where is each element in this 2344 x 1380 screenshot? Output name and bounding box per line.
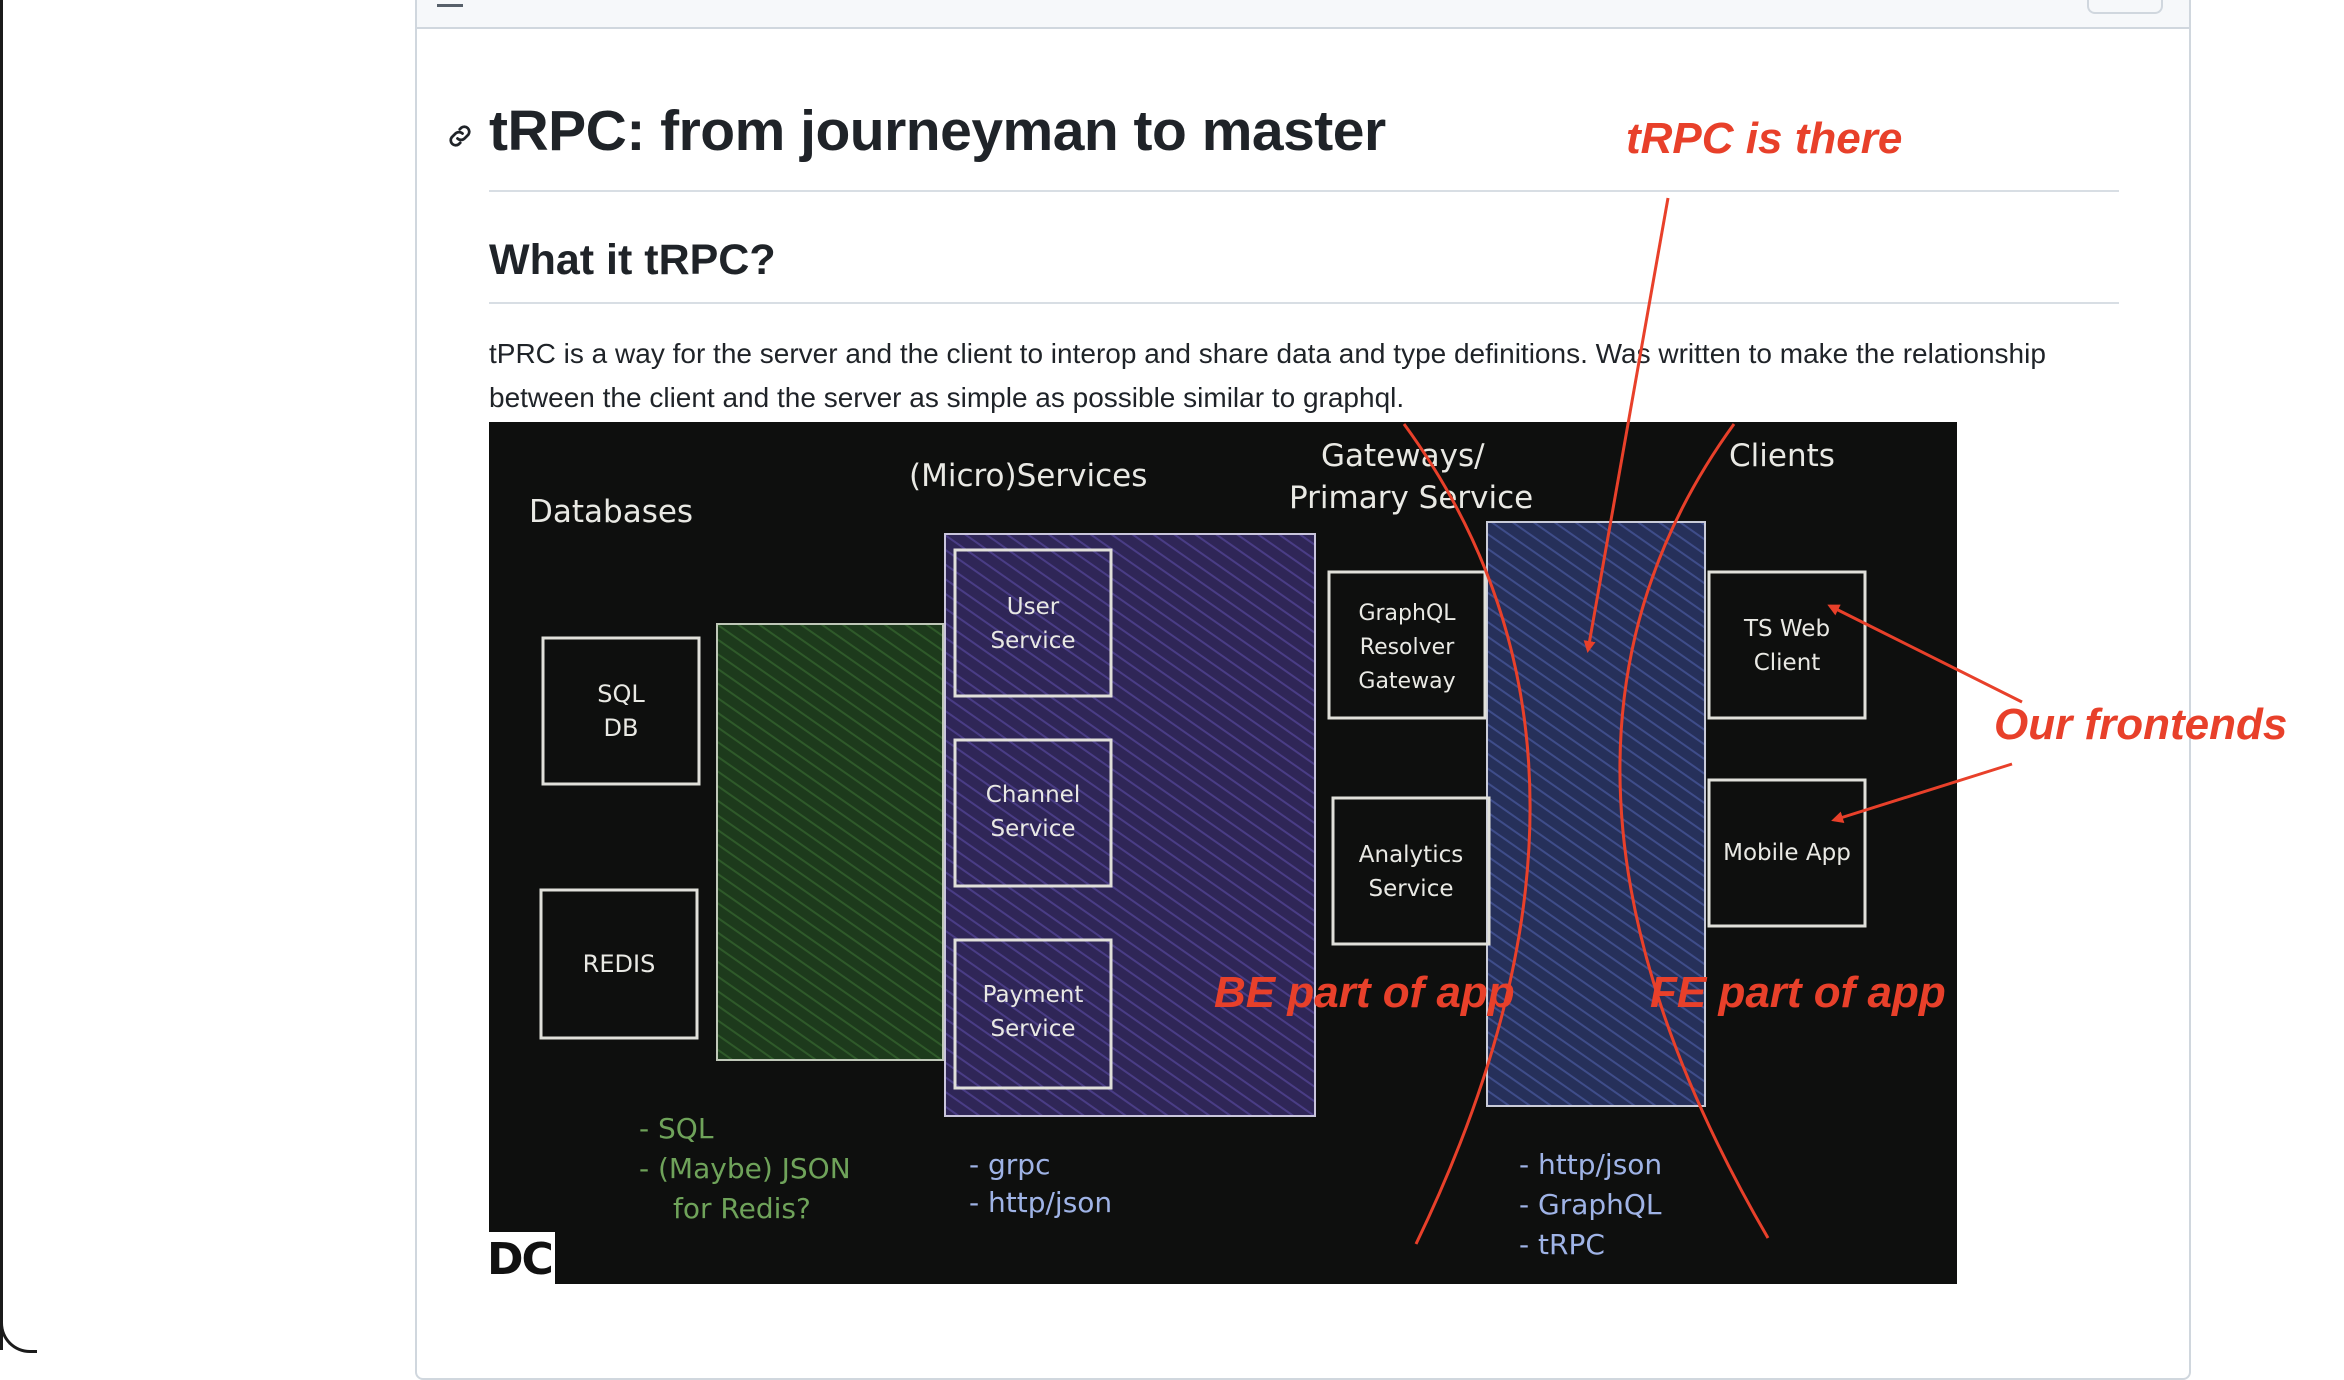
purple-panel [944,533,1316,1117]
channel-service-label-2: Service [990,816,1075,842]
section-heading: What it tRPC? [489,236,776,284]
graphql-label-1: GraphQL [1358,601,1456,626]
db-note-3: for Redis? [673,1192,811,1225]
channel-service-label-1: Channel [986,782,1080,808]
user-service-box [953,548,1113,698]
db-note-2: - (Maybe) JSON [639,1152,851,1185]
sql-db-label-1: SQL [597,680,645,708]
gw-note-1: - http/json [1519,1148,1662,1181]
ts-web-label-2: Client [1754,650,1821,676]
window-corner [0,1318,37,1353]
window-edge [0,0,3,1350]
heading-gateways-line1: Gateways/ [1321,438,1485,474]
mobile-app-label: Mobile App [1723,840,1851,866]
annotation-our-frontends: Our frontends [1994,700,2288,749]
payment-service-label-1: Payment [983,982,1084,1008]
sql-db-label-2: DB [604,714,639,742]
gw-note-3: - tRPC [1519,1228,1605,1261]
redis-box [539,888,699,1040]
link-icon[interactable] [445,121,475,151]
architecture-diagram-image: Databases (Micro)Services Gateways/ Prim… [489,422,1957,1284]
analytics-label-1: Analytics [1359,842,1463,868]
payment-service-box [953,938,1113,1090]
analytics-service-box [1331,796,1491,946]
readme-title: tRPC: from journeyman to master [489,99,1386,163]
green-panel [716,623,944,1061]
heading-microservices: (Micro)Services [909,458,1147,494]
graphql-label-3: Gateway [1358,669,1455,694]
annotation-fe-part: FE part of app [1650,968,1946,1017]
annotation-be-part: BE part of app [1214,968,1515,1017]
payment-service-label-2: Service [990,1016,1075,1042]
readme-header [417,0,2189,29]
ts-web-client-box [1707,570,1867,720]
heading-divider [489,302,2119,304]
heading-clients: Clients [1729,438,1835,474]
sql-db-box [541,636,701,786]
outline-list-icon[interactable] [437,0,463,7]
db-note-1: - SQL [639,1112,714,1145]
svc-note-2: - http/json [969,1186,1112,1219]
svc-note-1: - grpc [969,1148,1050,1181]
heading-gateways-line2: Primary Service [1289,480,1533,516]
header-action-button[interactable] [2087,0,2163,14]
user-service-label-2: Service [990,628,1075,654]
annotation-trpc-is-there: tRPC is there [1626,114,1903,163]
user-service-label-1: User [1007,594,1060,620]
redis-label: REDIS [583,950,656,978]
presenter-logo-box [489,1232,555,1284]
description-paragraph: tPRC is a way for the server and the cli… [489,338,2046,413]
graphql-label-2: Resolver [1360,635,1455,660]
presenter-logo-label: DC [489,1234,554,1284]
title-divider [489,190,2119,192]
heading-databases: Databases [529,494,693,530]
analytics-label-2: Service [1368,876,1453,902]
ts-web-label-1: TS Web [1743,616,1830,642]
blue-panel [1486,521,1706,1107]
channel-service-box [953,738,1113,888]
gw-note-2: - GraphQL [1519,1188,1662,1221]
